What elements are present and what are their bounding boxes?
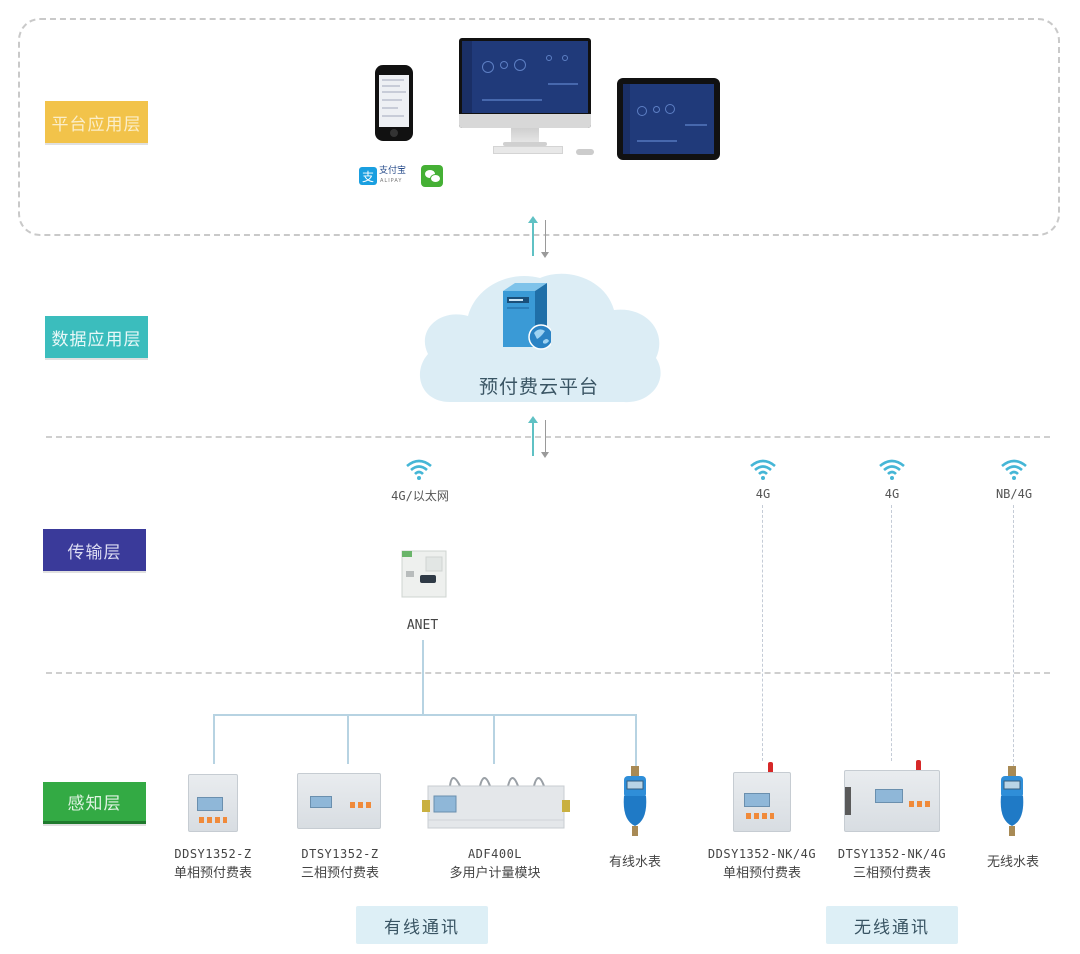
wireless-channel-label: NB/4G xyxy=(995,487,1033,501)
device-name: 多用户计量模块 xyxy=(449,866,541,881)
transport-layer-label: 传输层 xyxy=(43,529,146,571)
mouse-icon xyxy=(576,149,594,155)
server-globe-icon xyxy=(503,283,551,350)
device-label: DDSY1352-NK/4G 单相预付费表 xyxy=(698,844,826,884)
wired-drop-line xyxy=(213,714,215,764)
bidirectional-arrow-platform-cloud xyxy=(528,216,552,258)
three-phase-meter-icon xyxy=(297,773,381,829)
device-label: 无线水表 xyxy=(968,853,1058,873)
wifi-icon xyxy=(406,459,432,480)
platform-layer-label: 平台应用层 xyxy=(45,101,148,143)
device-model: ADF400L xyxy=(467,847,523,861)
single-phase-4g-meter-icon xyxy=(733,772,791,832)
layer-divider-transport-sensing xyxy=(46,672,1050,674)
alipay-sublabel: ALIPAY xyxy=(380,178,403,184)
antenna-icon xyxy=(916,760,921,772)
wireless-water-meter-icon xyxy=(1000,766,1024,836)
wired-communication-group: 有线通讯 xyxy=(356,906,488,944)
alipay-icon: 支 xyxy=(359,167,377,185)
arrow-up-icon xyxy=(528,416,538,456)
sensing-layer-label: 感知层 xyxy=(43,782,146,824)
device-model: DTSY1352-Z xyxy=(301,847,379,861)
desktop-monitor-icon xyxy=(459,38,591,156)
single-phase-meter-icon xyxy=(188,774,238,832)
device-model: DTSY1352-NK/4G xyxy=(837,847,947,861)
wireless-communication-group: 无线通讯 xyxy=(826,906,958,944)
device-model: DDSY1352-Z xyxy=(174,847,252,861)
layer-divider-data-transport xyxy=(46,436,1050,438)
bidirectional-arrow-cloud-transport xyxy=(528,416,552,458)
three-phase-4g-meter-icon xyxy=(844,770,940,832)
wired-drop-line xyxy=(493,714,495,764)
wired-bus-line xyxy=(213,714,637,716)
wireless-link-line xyxy=(762,505,763,761)
tablet-icon xyxy=(617,78,720,160)
device-name: 无线水表 xyxy=(986,855,1039,870)
smartphone-icon xyxy=(375,65,413,141)
device-model: DDSY1352-NK/4G xyxy=(707,847,817,861)
wifi-icon xyxy=(750,459,776,480)
alipay-label: 支付宝 xyxy=(379,166,407,176)
device-label: DTSY1352-NK/4G 三相预付费表 xyxy=(828,844,956,884)
anet-gateway-icon xyxy=(401,550,447,598)
arrow-down-icon xyxy=(541,220,549,258)
wifi-icon xyxy=(1001,459,1027,480)
device-name: 单相预付费表 xyxy=(173,866,252,881)
wireless-link-line xyxy=(1013,505,1014,767)
wireless-channel-label: 4G xyxy=(755,487,771,501)
platform-layer-container xyxy=(18,18,1060,236)
device-label: DTSY1352-Z 三相预付费表 xyxy=(277,844,403,884)
wireless-link-line xyxy=(891,505,892,761)
device-name: 有线水表 xyxy=(608,855,661,870)
wired-water-meter-icon xyxy=(623,766,647,836)
wired-drop-line xyxy=(635,714,637,766)
wired-trunk-line xyxy=(422,640,424,715)
arrow-up-icon xyxy=(528,216,538,256)
wechat-icon xyxy=(421,165,443,187)
device-label: DDSY1352-Z 单相预付费表 xyxy=(150,844,276,884)
antenna-icon xyxy=(768,762,773,774)
wired-channel-label: 4G/以太网 xyxy=(391,489,449,503)
device-label: 有线水表 xyxy=(590,853,680,873)
device-label: ADF400L 多用户计量模块 xyxy=(420,844,570,884)
wireless-channel-label: 4G xyxy=(884,487,900,501)
device-name: 三相预付费表 xyxy=(300,866,379,881)
cloud-platform-title: 预付费云平台 xyxy=(478,376,599,398)
wifi-icon xyxy=(879,459,905,480)
device-name: 单相预付费表 xyxy=(722,866,801,881)
keyboard-icon xyxy=(493,146,563,154)
wired-drop-line xyxy=(347,714,349,764)
multi-user-meter-module-icon xyxy=(422,777,570,829)
anet-gateway-label: ANET xyxy=(406,618,439,633)
arrow-down-icon xyxy=(541,420,549,458)
data-layer-label: 数据应用层 xyxy=(45,316,148,358)
device-name: 三相预付费表 xyxy=(852,866,931,881)
